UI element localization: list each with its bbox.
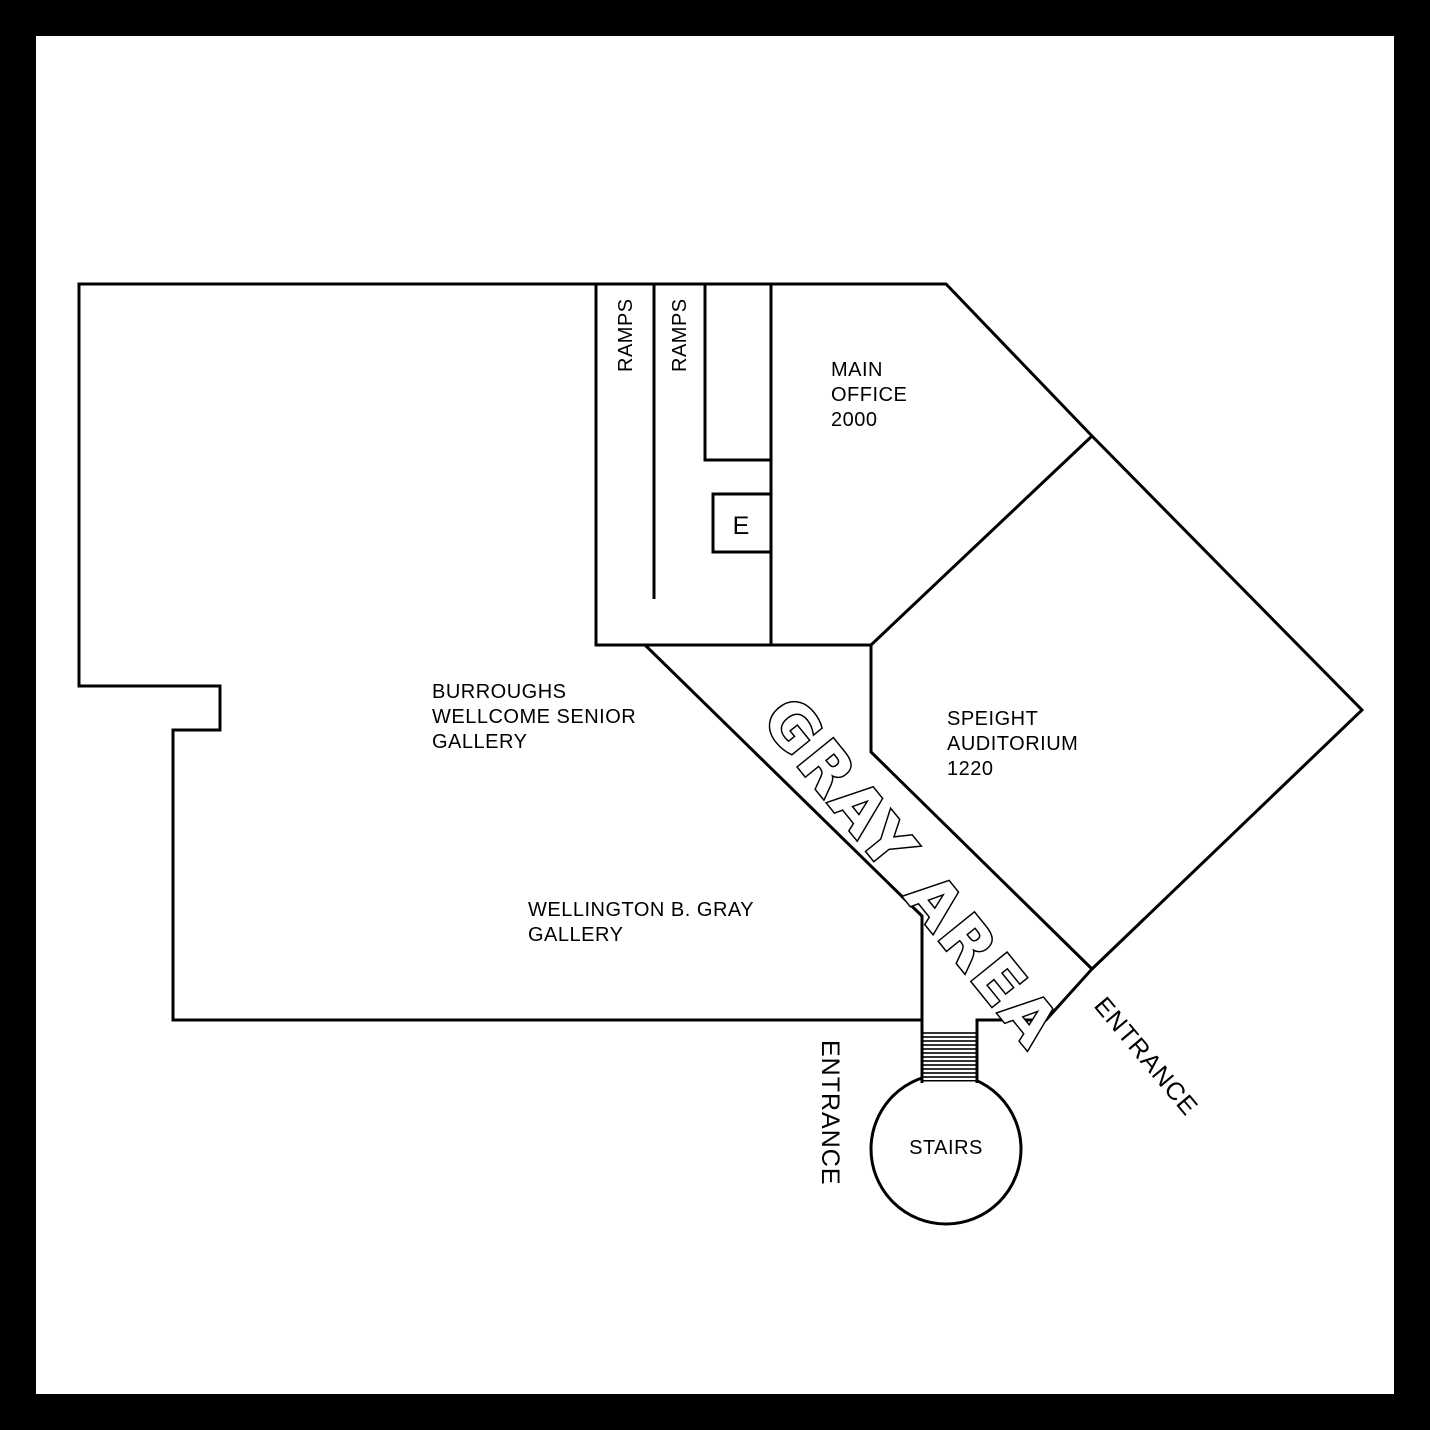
- main-office-label-line3: 2000: [831, 409, 878, 431]
- entrance-label-south: ENTRANCE: [816, 1040, 844, 1186]
- main-office-auditorium-wall: [869, 434, 1094, 647]
- main-office-label-line1: MAIN: [831, 359, 883, 381]
- ramps-block[interactable]: [594, 284, 645, 647]
- speight-auditorium-label-line2: AUDITORIUM: [947, 733, 1078, 755]
- elevator-label: E: [733, 512, 750, 540]
- stairs-label: STAIRS: [909, 1137, 983, 1159]
- service-shaft: [703, 284, 771, 462]
- building-outline-west: [77, 282, 922, 1022]
- speight-auditorium-label-line3: 1220: [947, 758, 994, 780]
- wellington-gallery-label-line1: WELLINGTON B. GRAY: [528, 899, 754, 921]
- burroughs-gallery-label-line3: GALLERY: [432, 731, 527, 753]
- ramps-label-2: RAMPS: [669, 298, 691, 372]
- burroughs-gallery-label-line2: WELLCOME SENIOR: [432, 706, 636, 728]
- ramps-label-1: RAMPS: [615, 298, 637, 372]
- gray-area-corridor[interactable]: [641, 643, 1095, 1082]
- speight-auditorium-label-line1: SPEIGHT: [947, 708, 1038, 730]
- wellington-gallery-label-line2: GALLERY: [528, 924, 623, 946]
- elevator-box[interactable]: [711, 492, 773, 554]
- burroughs-gallery-label-line1: BURROUGHS: [432, 681, 567, 703]
- stairs-neck: [923, 1030, 976, 1080]
- main-office-label-line2: OFFICE: [831, 384, 907, 406]
